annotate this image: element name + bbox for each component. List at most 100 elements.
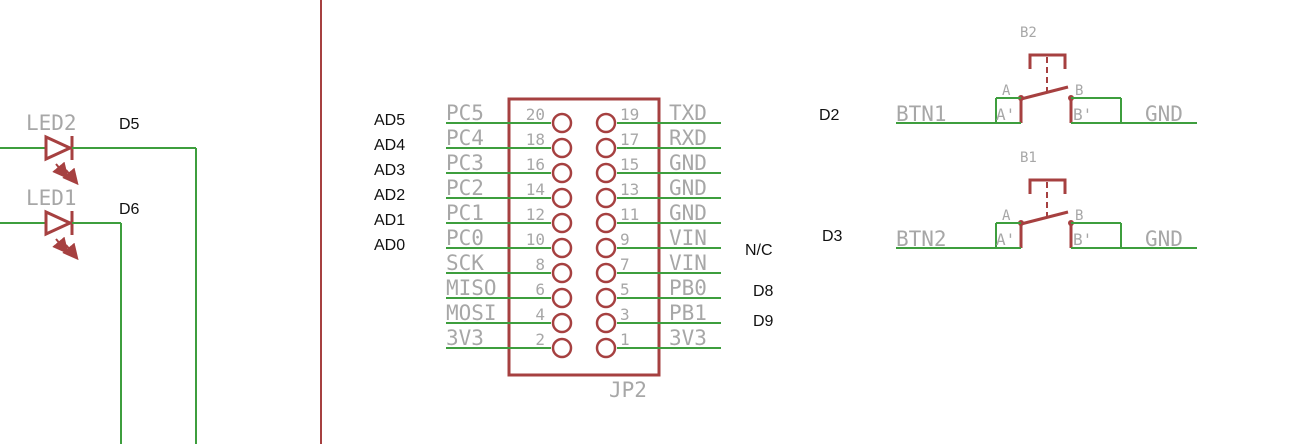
- jp2-right-pin-label: GND: [669, 151, 707, 175]
- jp2-left-pin-label: PC3: [446, 151, 484, 175]
- jp2-right-pin-label: TXD: [669, 101, 707, 125]
- led2-symbol: LED2 D5: [0, 111, 197, 444]
- button-pin-b: B: [1075, 83, 1083, 99]
- jp2-right-pin-label: 3V3: [669, 326, 707, 350]
- jp2-right-pin-number: 5: [620, 280, 630, 299]
- jp2-right-pin-number: 17: [620, 130, 639, 149]
- jp2-right-pin-number: 3: [620, 305, 630, 324]
- jp2-left-pin-number: 12: [526, 205, 545, 224]
- jp2-left-pin-number: 6: [535, 280, 545, 299]
- jp2-right-pin-pad: [595, 162, 617, 184]
- led1-emission-arrow-1: [52, 236, 69, 255]
- jp2-left-pin-net: AD4: [374, 137, 405, 154]
- jp2-left-pin-pad: [551, 112, 573, 134]
- jp2-left-pin-pad: [551, 137, 573, 159]
- jp2-left-pin-number: 2: [535, 330, 545, 349]
- jp2-left-pin-label: 3V3: [446, 326, 484, 350]
- jp2-right-pin-label: GND: [669, 176, 707, 200]
- jp2-right-pin-net: D8: [753, 283, 774, 300]
- jp2-right-pin: TXD 19: [595, 101, 721, 134]
- jp2-right-pin: 3V3 1: [595, 326, 721, 359]
- jp2-right-pin: VIN 9N/C: [595, 226, 773, 259]
- jp2-right-pin-number: 7: [620, 255, 630, 274]
- jp2-right-pin-number: 13: [620, 180, 639, 199]
- jp2-left-pin-net: AD2: [374, 187, 405, 204]
- button-arduino-net: D2: [819, 107, 840, 124]
- jp2-right-pin: GND 15: [595, 151, 721, 184]
- led1-diode-triangle: [44, 209, 74, 237]
- button-gnd-label: GND: [1145, 102, 1183, 126]
- jp2-left-pin-label: PC2: [446, 176, 484, 200]
- jp2-right-pin-pad: [595, 312, 617, 334]
- jp2-right-pin-label: VIN: [669, 226, 707, 250]
- jp2-left-pin-net: AD5: [374, 112, 405, 129]
- button-pin-b-prime: B': [1073, 230, 1092, 249]
- jp2-left-pin-label: PC0: [446, 226, 484, 250]
- jp2-right-pin-number: 19: [620, 105, 639, 124]
- jp2-left-pin-pad: [551, 187, 573, 209]
- jp2-left-pin-pad: [551, 212, 573, 234]
- jp2-left-pin-net: AD3: [374, 162, 405, 179]
- jp2-left-pin-number: 8: [535, 255, 545, 274]
- button-name: B2: [1020, 25, 1037, 41]
- jp2-left-pin-label: PC5: [446, 101, 484, 125]
- button-pin-b: B: [1075, 208, 1083, 224]
- jp2-right-pin-number: 15: [620, 155, 639, 174]
- jp2-left-pin-pad: [551, 162, 573, 184]
- jp2-left-pin-net: AD1: [374, 212, 405, 229]
- jp2-left-pin-label: PC1: [446, 201, 484, 225]
- led1-emission-arrow-2: [62, 242, 79, 261]
- jp2-right-pin-pad: [595, 237, 617, 259]
- jp2-left-pin-number: 20: [526, 105, 545, 124]
- jp2-left-pin-label: SCK: [446, 251, 484, 275]
- jp2-left-pin: PC2 14 AD2: [374, 176, 573, 209]
- led1-name: LED1: [26, 186, 77, 210]
- jp2-right-pin-net: N/C: [745, 242, 773, 259]
- button-contact-lever: [1020, 210, 1069, 226]
- button-actuator-cap: [1028, 178, 1067, 194]
- jp2-left-pin-pad: [551, 337, 573, 359]
- button-name: B1: [1020, 150, 1037, 166]
- jp2-left-pin-label: MOSI: [446, 301, 497, 325]
- led2-emission-arrow-1: [52, 161, 69, 180]
- jp2-left-pin-number: 16: [526, 155, 545, 174]
- jp2-right-pin-label: GND: [669, 201, 707, 225]
- led2-net: D5: [119, 116, 140, 133]
- button-pin-a: A: [1002, 83, 1011, 99]
- led2-name: LED2: [26, 111, 77, 135]
- jp2-left-pin: PC5 20 AD5: [374, 101, 573, 134]
- button-pin-a: A: [1002, 208, 1011, 224]
- jp2-left-pin: MISO 6: [446, 276, 573, 309]
- jp2-left-pin-number: 14: [526, 180, 545, 199]
- jp2-left-pin-net: AD0: [374, 237, 405, 254]
- jp2-right-pin-pad: [595, 112, 617, 134]
- led2-emission-arrow-2: [62, 167, 79, 186]
- jp2-left-pin-number: 18: [526, 130, 545, 149]
- jp2-right-pin-label: VIN: [669, 251, 707, 275]
- button-net-label: BTN1: [896, 102, 947, 126]
- jp2-left-pin-pad: [551, 287, 573, 309]
- jp2-left-pin-pad: [551, 312, 573, 334]
- led1-symbol: LED1 D6: [0, 186, 140, 444]
- jp2-right-pin-pad: [595, 137, 617, 159]
- jp2-left-pin: SCK 8: [446, 251, 573, 284]
- jp2-left-pin-label: MISO: [446, 276, 497, 300]
- led2-diode-triangle: [44, 134, 74, 162]
- jp2-left-pin-pad: [551, 237, 573, 259]
- jp2-right-pin-pad: [595, 287, 617, 309]
- jp2-left-pin-pad: [551, 262, 573, 284]
- jp2-right-pin-pad: [595, 337, 617, 359]
- jp2-right-pin-number: 9: [620, 230, 630, 249]
- jp2-right-pin-pad: [595, 262, 617, 284]
- jp2-right-pin-number: 1: [620, 330, 630, 349]
- jp2-body: [507, 97, 661, 377]
- jp2-right-pin-pad: [595, 212, 617, 234]
